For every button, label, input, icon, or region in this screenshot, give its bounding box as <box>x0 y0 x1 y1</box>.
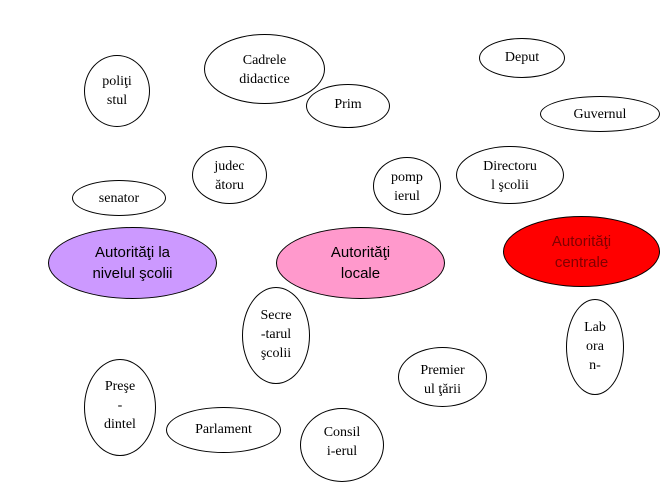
node-autoritati-centrale: Autorităţi centrale <box>503 216 660 287</box>
node-pompierul-label: pomp ierul <box>391 170 423 204</box>
node-cadrele-didactice-label: Cadrele didactice <box>239 53 290 87</box>
node-guvernul: Guvernul <box>540 96 660 132</box>
node-consilierul-label: Consil i-erul <box>323 425 361 459</box>
node-secretarul-scolii: Secre -tarul şcolii <box>242 287 310 384</box>
node-parlamentul-label: Parlament <box>195 422 252 437</box>
node-primarul: Prim <box>306 84 390 128</box>
node-senator: senator <box>72 180 166 216</box>
node-consilierul: Consil i-erul <box>300 408 384 482</box>
node-autoritati-locale: Autorităţi locale <box>276 227 445 299</box>
node-autoritati-centrale-label: Autorităţi centrale <box>551 233 612 271</box>
node-judecatorul: judec ătoru <box>192 146 267 204</box>
node-senator-label: senator <box>98 191 140 206</box>
node-laborantul: Lab ora n- <box>566 299 624 395</box>
node-secretarul-scolii-label: Secre -tarul şcolii <box>260 308 292 361</box>
node-directorul-scolii: Directoru l şcolii <box>456 146 564 204</box>
node-politistul-label: poliţi stul <box>102 74 132 108</box>
node-politistul: poliţi stul <box>84 55 150 127</box>
node-autoritati-locale-label: Autorităţi locale <box>330 244 391 282</box>
node-pompierul: pomp ierul <box>373 157 441 215</box>
node-presedintele: Preşe - dintel <box>84 359 156 456</box>
node-deputatul: Deput <box>479 38 565 78</box>
node-parlamentul: Parlament <box>166 407 281 453</box>
node-autoritati-nivelul-scolii: Autorităţi la nivelul şcolii <box>48 227 217 299</box>
node-deputatul-label: Deput <box>504 50 540 65</box>
node-presedintele-label: Preşe - dintel <box>104 379 136 432</box>
node-laborantul-label: Lab ora n- <box>584 320 606 373</box>
node-judecatorul-label: judec ătoru <box>214 159 245 193</box>
node-autoritati-nivelul-scolii-label: Autorităţi la nivelul şcolii <box>92 244 173 282</box>
node-primarul-label: Prim <box>334 97 362 112</box>
node-guvernul-label: Guvernul <box>573 107 627 122</box>
node-cadrele-didactice: Cadrele didactice <box>204 34 325 104</box>
node-directorul-scolii-label: Directoru l şcolii <box>483 159 537 193</box>
node-premierul-tarii-label: Premier ul ţării <box>420 363 465 397</box>
node-premierul-tarii: Premier ul ţării <box>398 347 487 407</box>
